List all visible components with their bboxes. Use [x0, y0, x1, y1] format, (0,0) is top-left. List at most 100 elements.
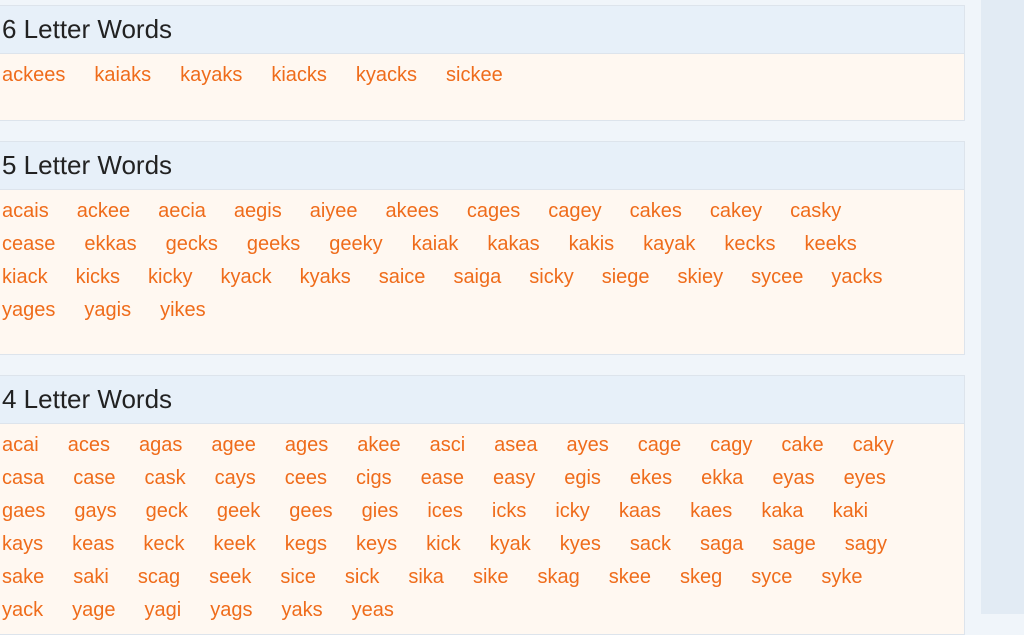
- word-link[interactable]: yeas: [351, 599, 394, 621]
- word-link[interactable]: seek: [209, 566, 252, 588]
- word-link[interactable]: gees: [289, 500, 333, 522]
- word-link[interactable]: yags: [210, 599, 253, 621]
- word-link[interactable]: kyak: [489, 533, 531, 555]
- word-link[interactable]: sage: [772, 533, 816, 555]
- word-link[interactable]: ekes: [629, 467, 673, 489]
- word-link[interactable]: kakas: [487, 233, 540, 255]
- word-link[interactable]: sack: [629, 533, 671, 555]
- word-link[interactable]: eyas: [772, 467, 815, 489]
- word-link[interactable]: yagis: [84, 299, 132, 321]
- word-link[interactable]: sick: [344, 566, 380, 588]
- word-link[interactable]: siege: [601, 266, 650, 288]
- word-link[interactable]: aiyee: [309, 200, 358, 222]
- word-link[interactable]: aecia: [158, 200, 206, 222]
- word-link[interactable]: skee: [608, 566, 652, 588]
- word-link[interactable]: cees: [284, 467, 327, 489]
- word-link[interactable]: kyacks: [355, 64, 418, 86]
- word-link[interactable]: geck: [145, 500, 188, 522]
- word-link[interactable]: sagy: [844, 533, 887, 555]
- word-link[interactable]: cease: [2, 233, 56, 255]
- word-link[interactable]: acai: [2, 434, 39, 456]
- word-link[interactable]: ackees: [2, 64, 66, 86]
- word-link[interactable]: cages: [466, 200, 521, 222]
- word-link[interactable]: kicks: [75, 266, 121, 288]
- word-link[interactable]: asea: [494, 434, 538, 456]
- word-link[interactable]: yage: [72, 599, 116, 621]
- word-link[interactable]: kyack: [220, 266, 272, 288]
- word-link[interactable]: sickee: [446, 64, 503, 86]
- word-link[interactable]: geeks: [246, 233, 301, 255]
- word-link[interactable]: geek: [216, 500, 261, 522]
- word-link[interactable]: agee: [211, 434, 256, 456]
- word-link[interactable]: icks: [491, 500, 527, 522]
- word-link[interactable]: kecks: [724, 233, 776, 255]
- word-link[interactable]: yikes: [160, 299, 206, 321]
- word-link[interactable]: gies: [361, 500, 399, 522]
- word-link[interactable]: kaka: [761, 500, 804, 522]
- word-link[interactable]: cask: [144, 467, 186, 489]
- word-link[interactable]: keek: [213, 533, 256, 555]
- word-link[interactable]: sice: [280, 566, 316, 588]
- word-link[interactable]: cakes: [629, 200, 682, 222]
- word-link[interactable]: case: [73, 467, 116, 489]
- word-link[interactable]: casa: [2, 467, 45, 489]
- word-link[interactable]: yagi: [144, 599, 182, 621]
- word-link[interactable]: kicky: [148, 266, 193, 288]
- word-link[interactable]: yacks: [831, 266, 883, 288]
- word-link[interactable]: cake: [781, 434, 824, 456]
- word-link[interactable]: kayaks: [180, 64, 243, 86]
- word-link[interactable]: ayes: [566, 434, 609, 456]
- word-link[interactable]: easy: [492, 467, 536, 489]
- word-link[interactable]: cigs: [356, 467, 392, 489]
- word-link[interactable]: kaiak: [411, 233, 459, 255]
- word-link[interactable]: eyes: [843, 467, 886, 489]
- word-link[interactable]: gecks: [165, 233, 218, 255]
- word-link[interactable]: kakis: [568, 233, 615, 255]
- word-link[interactable]: kyes: [559, 533, 601, 555]
- word-link[interactable]: sycee: [751, 266, 804, 288]
- word-link[interactable]: ekkas: [84, 233, 137, 255]
- word-link[interactable]: akee: [357, 434, 401, 456]
- word-link[interactable]: kaki: [832, 500, 869, 522]
- word-link[interactable]: cays: [214, 467, 256, 489]
- word-link[interactable]: asci: [429, 434, 466, 456]
- word-link[interactable]: kegs: [284, 533, 327, 555]
- word-link[interactable]: kyaks: [299, 266, 351, 288]
- word-link[interactable]: yack: [2, 599, 44, 621]
- word-link[interactable]: akees: [385, 200, 439, 222]
- word-link[interactable]: sake: [2, 566, 45, 588]
- word-link[interactable]: icky: [555, 500, 590, 522]
- word-link[interactable]: cagy: [710, 434, 753, 456]
- word-link[interactable]: ease: [420, 467, 464, 489]
- word-link[interactable]: gaes: [2, 500, 46, 522]
- word-link[interactable]: ices: [427, 500, 463, 522]
- word-link[interactable]: sika: [408, 566, 444, 588]
- word-link[interactable]: yages: [2, 299, 56, 321]
- word-link[interactable]: agas: [138, 434, 183, 456]
- word-link[interactable]: geeky: [329, 233, 383, 255]
- word-link[interactable]: saiga: [453, 266, 502, 288]
- word-link[interactable]: kaas: [618, 500, 662, 522]
- word-link[interactable]: kiack: [2, 266, 48, 288]
- word-link[interactable]: keys: [356, 533, 398, 555]
- word-link[interactable]: syke: [821, 566, 863, 588]
- word-link[interactable]: skag: [537, 566, 580, 588]
- word-link[interactable]: keck: [143, 533, 185, 555]
- word-link[interactable]: saga: [699, 533, 744, 555]
- word-link[interactable]: kiacks: [271, 64, 327, 86]
- word-link[interactable]: keas: [72, 533, 115, 555]
- word-link[interactable]: ekka: [701, 467, 744, 489]
- word-link[interactable]: sike: [472, 566, 509, 588]
- word-link[interactable]: gays: [74, 500, 117, 522]
- word-link[interactable]: yaks: [281, 599, 323, 621]
- word-link[interactable]: aegis: [233, 200, 282, 222]
- word-link[interactable]: ackee: [76, 200, 131, 222]
- word-link[interactable]: saki: [73, 566, 109, 588]
- word-link[interactable]: skiey: [677, 266, 724, 288]
- word-link[interactable]: ages: [284, 434, 329, 456]
- word-link[interactable]: acais: [2, 200, 49, 222]
- word-link[interactable]: skeg: [680, 566, 723, 588]
- word-link[interactable]: cagey: [548, 200, 602, 222]
- word-link[interactable]: saice: [378, 266, 426, 288]
- word-link[interactable]: keeks: [804, 233, 857, 255]
